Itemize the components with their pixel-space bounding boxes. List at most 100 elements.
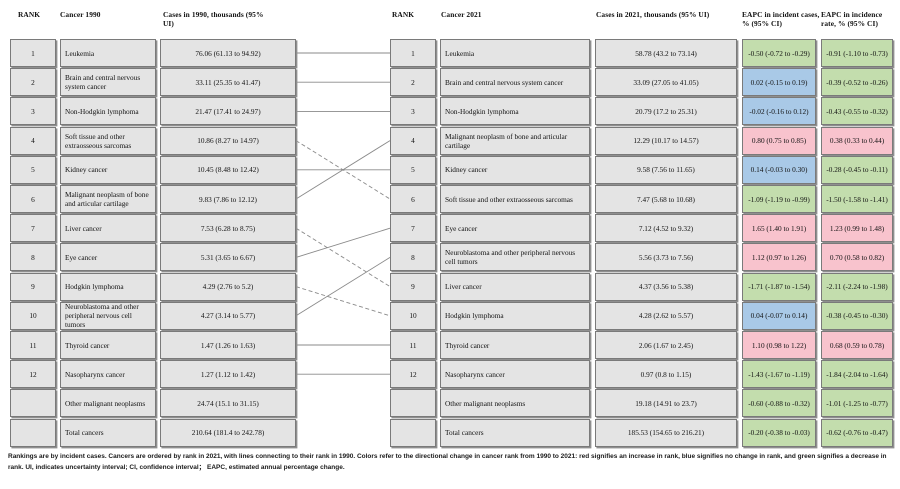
cancer-name-cell-1990: Nasopharynx cancer bbox=[60, 360, 156, 389]
cancer-name-cell-2021: Hodgkin lymphoma bbox=[440, 301, 590, 330]
cancer-name-cell-1990: Total cancers bbox=[60, 418, 156, 447]
eapc-incidence-rate-cell: 1.23 (0.99 to 1.48) bbox=[821, 214, 893, 243]
eapc-incidence-rate-cell: 0.70 (0.58 to 0.82) bbox=[821, 243, 893, 272]
cases-cell-1990: 9.83 (7.86 to 12.12) bbox=[160, 185, 296, 213]
cases-cell-2021: 20.79 (17.2 to 25.31) bbox=[595, 97, 737, 126]
rank-cell-1990: 3 bbox=[10, 97, 56, 126]
table-row: Other malignant neoplasms 24.74 (15.1 to … bbox=[0, 389, 900, 418]
cases-cell-1990: 1.47 (1.26 to 1.63) bbox=[160, 331, 296, 359]
header-cases-1990: Cases in 1990, thousands (95% UI) bbox=[163, 10, 264, 29]
header-cancer-1990: Cancer 1990 bbox=[60, 10, 101, 19]
header-eapc-cases: EAPC in incident cases, % (95% CI) bbox=[742, 10, 820, 29]
table-row: 4 Soft tissue and other extraosseous sarc… bbox=[0, 126, 900, 155]
header-rank-2021: RANK bbox=[392, 10, 415, 19]
header-cancer-2021: Cancer 2021 bbox=[441, 10, 482, 19]
cancer-name-cell-2021: Other malignant neoplasms bbox=[440, 389, 590, 418]
eapc-incidence-rate-cell: -1.50 (-1.58 to -1.41) bbox=[821, 185, 893, 213]
cases-cell-2021: 2.06 (1.67 to 2.45) bbox=[595, 331, 737, 359]
rank-cell-2021: 7 bbox=[390, 214, 436, 243]
eapc-incidence-rate-cell: -0.91 (-1.10 to -0.73) bbox=[821, 39, 893, 67]
cases-cell-2021: 58.78 (43.2 to 73.14) bbox=[595, 39, 737, 67]
figure-footnote: Rankings are by incident cases. Cancers … bbox=[8, 453, 887, 471]
cancer-name-cell-2021: Total cancers bbox=[440, 418, 590, 447]
rank-cell-1990: 6 bbox=[10, 185, 56, 213]
eapc-incident-cases-cell: 0.14 (-0.03 to 0.30) bbox=[742, 155, 816, 184]
rank-cell-2021 bbox=[390, 418, 436, 447]
rank-cell-2021: 3 bbox=[390, 97, 436, 126]
cases-cell-2021: 185.53 (154.65 to 216.21) bbox=[595, 418, 737, 447]
cancer-name-cell-1990: Thyroid cancer bbox=[60, 331, 156, 359]
cancer-name-cell-1990: Kidney cancer bbox=[60, 155, 156, 184]
cases-cell-1990: 1.27 (1.12 to 1.42) bbox=[160, 360, 296, 389]
rank-cell-1990: 11 bbox=[10, 331, 56, 359]
cancer-name-cell-2021: Thyroid cancer bbox=[440, 331, 590, 359]
rank-cell-2021: 12 bbox=[390, 360, 436, 389]
eapc-incidence-rate-cell: -0.62 (-0.76 to -0.47) bbox=[821, 418, 893, 447]
cases-cell-2021: 7.12 (4.52 to 9.32) bbox=[595, 214, 737, 243]
cancer-name-cell-1990: Non-Hodgkin lymphoma bbox=[60, 97, 156, 126]
cancer-name-cell-1990: Eye cancer bbox=[60, 243, 156, 272]
rank-cell-1990: 9 bbox=[10, 272, 56, 301]
eapc-incident-cases-cell: -0.02 (-0.16 to 0.12) bbox=[742, 97, 816, 126]
cancer-name-cell-1990: Soft tissue and other extraosseous sarco… bbox=[60, 126, 156, 155]
eapc-incident-cases-cell: 1.12 (0.97 to 1.26) bbox=[742, 243, 816, 272]
cancer-name-cell-2021: Kidney cancer bbox=[440, 155, 590, 184]
eapc-incident-cases-cell: 0.02 (-0.15 to 0.19) bbox=[742, 68, 816, 97]
rank-cell-1990: 10 bbox=[10, 301, 56, 330]
eapc-incidence-rate-cell: -0.28 (-0.45 to -0.11) bbox=[821, 155, 893, 184]
eapc-incidence-rate-cell: 0.38 (0.33 to 0.44) bbox=[821, 126, 893, 155]
eapc-incidence-rate-cell: 0.68 (0.59 to 0.78) bbox=[821, 331, 893, 359]
cancer-name-cell-1990: Hodgkin lymphoma bbox=[60, 272, 156, 301]
rank-cell-2021: 2 bbox=[390, 68, 436, 97]
cancer-name-cell-2021: Nasopharynx cancer bbox=[440, 360, 590, 389]
cancer-name-cell-1990: Neuroblastoma and other peripheral nervo… bbox=[60, 301, 156, 330]
header-eapc-rate: EAPC in incidence rate, % (95% CI) bbox=[821, 10, 883, 29]
eapc-incident-cases-cell: 1.65 (1.40 to 1.91) bbox=[742, 214, 816, 243]
cancer-name-cell-2021: Leukemia bbox=[440, 39, 590, 67]
eapc-incident-cases-cell: -0.60 (-0.88 to -0.32) bbox=[742, 389, 816, 418]
eapc-incident-cases-cell: 0.04 (-0.07 to 0.14) bbox=[742, 301, 816, 330]
rank-cell-2021: 11 bbox=[390, 331, 436, 359]
cancer-name-cell-2021: Soft tissue and other extraosseous sarco… bbox=[440, 185, 590, 213]
rank-cell-2021: 4 bbox=[390, 126, 436, 155]
cases-cell-2021: 7.47 (5.68 to 10.68) bbox=[595, 185, 737, 213]
rank-cell-2021: 1 bbox=[390, 39, 436, 67]
cancer-name-cell-2021: Brain and central nervous system cancer bbox=[440, 68, 590, 97]
cases-cell-2021: 19.18 (14.91 to 23.7) bbox=[595, 389, 737, 418]
header-rank-1990: RANK bbox=[18, 10, 41, 19]
cases-cell-2021: 12.29 (10.17 to 14.57) bbox=[595, 126, 737, 155]
cases-cell-1990: 5.31 (3.65 to 6.67) bbox=[160, 243, 296, 272]
eapc-incident-cases-cell: 0.80 (0.75 to 0.85) bbox=[742, 126, 816, 155]
rank-cell-2021: 6 bbox=[390, 185, 436, 213]
rank-cell-1990 bbox=[10, 418, 56, 447]
eapc-incidence-rate-cell: -0.38 (-0.45 to -0.30) bbox=[821, 301, 893, 330]
cases-cell-1990: 33.11 (25.35 to 41.47) bbox=[160, 68, 296, 97]
cancer-name-cell-2021: Eye cancer bbox=[440, 214, 590, 243]
cancer-name-cell-1990: Brain and central nervous system cancer bbox=[60, 68, 156, 97]
cancer-name-cell-1990: Liver cancer bbox=[60, 214, 156, 243]
eapc-incidence-rate-cell: -0.39 (-0.52 to -0.26) bbox=[821, 68, 893, 97]
rank-cell-1990: 2 bbox=[10, 68, 56, 97]
cases-cell-2021: 4.37 (3.56 to 5.38) bbox=[595, 272, 737, 301]
cases-cell-1990: 4.29 (2.76 to 5.2) bbox=[160, 272, 296, 301]
cases-cell-2021: 0.97 (0.8 to 1.15) bbox=[595, 360, 737, 389]
rank-cell-1990 bbox=[10, 389, 56, 418]
cases-cell-1990: 10.45 (8.48 to 12.42) bbox=[160, 155, 296, 184]
cases-cell-1990: 24.74 (15.1 to 31.15) bbox=[160, 389, 296, 418]
cases-cell-2021: 4.28 (2.62 to 5.57) bbox=[595, 301, 737, 330]
cancer-name-cell-2021: Non-Hodgkin lymphoma bbox=[440, 97, 590, 126]
cases-cell-1990: 210.64 (181.4 to 242.78) bbox=[160, 418, 296, 447]
header-cases-2021: Cases in 2021, thousands (95% UI) bbox=[596, 10, 710, 19]
eapc-incident-cases-cell: -0.20 (-0.38 to -0.03) bbox=[742, 418, 816, 447]
eapc-incident-cases-cell: -0.50 (-0.72 to -0.29) bbox=[742, 39, 816, 67]
